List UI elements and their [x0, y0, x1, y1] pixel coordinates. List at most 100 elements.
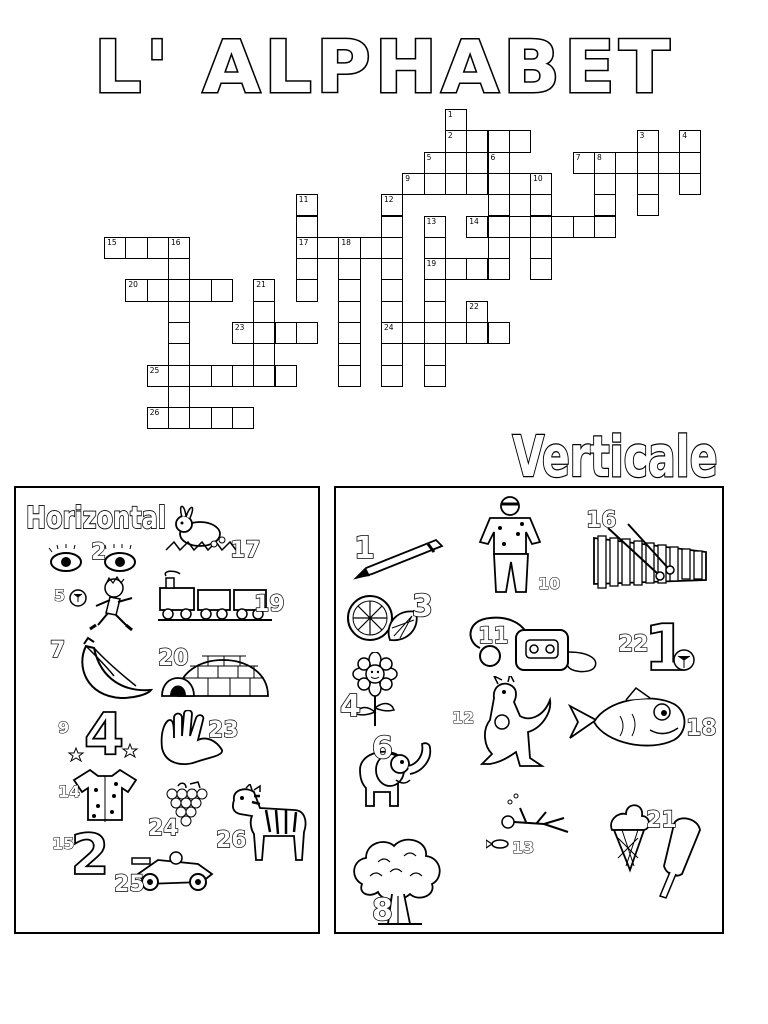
crossword-cell[interactable] [125, 236, 148, 260]
crossword-cell[interactable] [444, 258, 468, 281]
crossword-cell[interactable] [253, 300, 276, 323]
crossword-cell[interactable] [338, 343, 361, 366]
crossword-cell[interactable]: 25 [146, 364, 169, 387]
crossword-cell[interactable] [572, 215, 595, 238]
crossword-cell[interactable] [530, 215, 553, 238]
crossword-cell[interactable] [231, 407, 255, 430]
crossword-cell[interactable] [487, 130, 510, 153]
crossword-cell[interactable] [594, 194, 617, 217]
crossword-cell[interactable] [508, 172, 532, 196]
crossword-cell[interactable] [381, 236, 404, 260]
crossword-cell[interactable]: 2 [444, 130, 468, 153]
crossword-cell[interactable] [317, 236, 340, 260]
crossword-cell[interactable] [274, 364, 297, 387]
crossword-cell[interactable]: 21 [253, 279, 276, 302]
crossword-cell[interactable] [594, 215, 617, 238]
crossword-cell[interactable] [444, 322, 468, 345]
crossword-cell[interactable] [168, 385, 191, 409]
crossword-cell[interactable] [679, 172, 702, 196]
crossword-cell[interactable] [508, 215, 532, 238]
crossword-cell[interactable] [168, 364, 191, 387]
crossword-cell[interactable] [423, 172, 446, 196]
crossword-cell[interactable] [210, 364, 233, 387]
crossword-cell[interactable] [615, 151, 638, 174]
crossword-cell[interactable] [338, 258, 361, 281]
crossword-cell[interactable] [168, 258, 191, 281]
crossword-cell[interactable] [381, 343, 404, 366]
crossword-cell[interactable]: 11 [295, 194, 319, 217]
crossword-cell[interactable] [423, 236, 446, 260]
crossword-cell[interactable]: 17 [295, 236, 319, 260]
crossword-cell[interactable] [551, 215, 574, 238]
crossword-cell[interactable] [487, 215, 510, 238]
crossword-cell[interactable] [423, 343, 446, 366]
crossword-cell[interactable] [381, 300, 404, 323]
crossword-cell[interactable] [189, 407, 212, 430]
crossword-cell[interactable] [636, 151, 659, 174]
crossword-cell[interactable] [594, 172, 617, 196]
crossword-cell[interactable]: 5 [423, 151, 446, 174]
crossword-cell[interactable] [466, 322, 489, 345]
crossword-cell[interactable] [338, 322, 361, 345]
crossword-cell[interactable] [359, 236, 382, 260]
crossword-cell[interactable] [508, 130, 532, 153]
crossword-cell[interactable] [189, 279, 212, 302]
crossword-cell[interactable] [423, 364, 446, 387]
crossword-cell[interactable] [381, 279, 404, 302]
crossword-cell[interactable] [530, 194, 553, 217]
crossword-cell[interactable] [168, 279, 191, 302]
crossword-cell[interactable] [381, 364, 404, 387]
crossword-cell[interactable] [423, 300, 446, 323]
crossword-cell[interactable]: 18 [338, 236, 361, 260]
crossword-cell[interactable] [423, 322, 446, 345]
crossword-cell[interactable]: 12 [381, 194, 404, 217]
crossword-cell[interactable] [381, 258, 404, 281]
crossword-cell[interactable] [466, 151, 489, 174]
crossword-cell[interactable] [168, 300, 191, 323]
crossword-cell[interactable] [295, 215, 319, 238]
crossword-cell[interactable] [295, 279, 319, 302]
crossword-cell[interactable] [530, 258, 553, 281]
crossword-cell[interactable]: 9 [402, 172, 425, 196]
crossword-cell[interactable] [466, 172, 489, 196]
crossword-cell[interactable] [210, 279, 233, 302]
crossword-cell[interactable] [530, 236, 553, 260]
crossword-cell[interactable] [487, 258, 510, 281]
crossword-cell[interactable] [679, 151, 702, 174]
crossword-cell[interactable] [466, 130, 489, 153]
crossword-cell[interactable]: 7 [572, 151, 595, 174]
crossword-cell[interactable] [274, 322, 297, 345]
crossword-cell[interactable] [146, 236, 169, 260]
crossword-cell[interactable]: 26 [146, 407, 169, 430]
crossword-cell[interactable]: 16 [168, 236, 191, 260]
crossword-cell[interactable]: 1 [444, 109, 468, 132]
crossword-cell[interactable] [210, 407, 233, 430]
crossword-cell[interactable] [338, 364, 361, 387]
crossword-cell[interactable] [253, 343, 276, 366]
crossword-cell[interactable] [253, 322, 276, 345]
crossword-cell[interactable] [657, 151, 681, 174]
crossword-cell[interactable]: 13 [423, 215, 446, 238]
crossword-cell[interactable] [295, 258, 319, 281]
crossword-cell[interactable]: 15 [104, 236, 127, 260]
crossword-cell[interactable] [636, 172, 659, 196]
crossword-cell[interactable] [381, 215, 404, 238]
crossword-cell[interactable] [487, 194, 510, 217]
crossword-cell[interactable]: 6 [487, 151, 510, 174]
crossword-cell[interactable]: 19 [423, 258, 446, 281]
crossword-cell[interactable] [466, 258, 489, 281]
crossword-cell[interactable] [487, 236, 510, 260]
crossword-cell[interactable]: 3 [636, 130, 659, 153]
crossword-cell[interactable] [402, 322, 425, 345]
crossword-cell[interactable] [636, 194, 659, 217]
crossword-cell[interactable] [487, 172, 510, 196]
crossword-cell[interactable]: 22 [466, 300, 489, 323]
crossword-cell[interactable] [295, 322, 319, 345]
crossword-cell[interactable] [444, 172, 468, 196]
crossword-cell[interactable] [338, 279, 361, 302]
crossword-cell[interactable] [487, 322, 510, 345]
crossword-cell[interactable]: 10 [530, 172, 553, 196]
crossword-cell[interactable] [423, 279, 446, 302]
crossword-cell[interactable] [146, 279, 169, 302]
crossword-cell[interactable]: 23 [231, 322, 255, 345]
